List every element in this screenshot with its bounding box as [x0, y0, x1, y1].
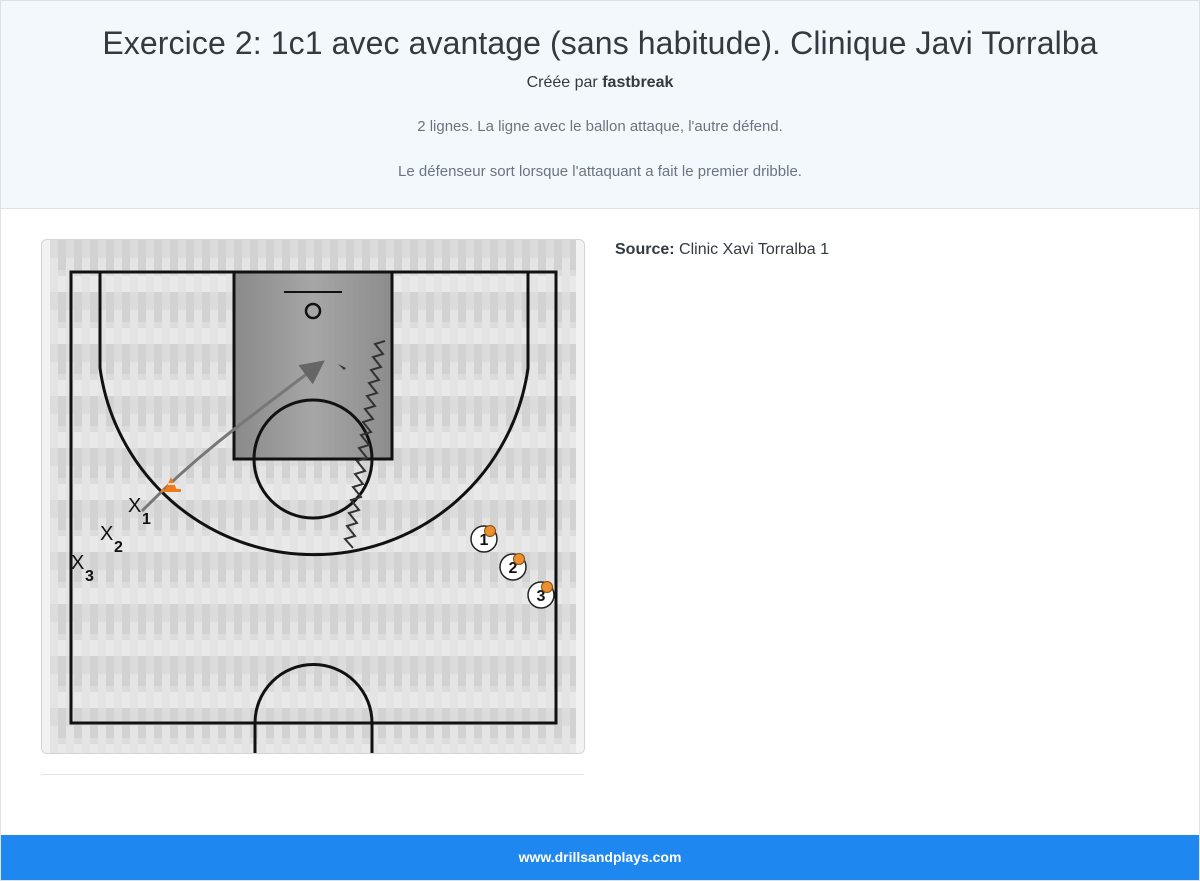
basketball-icon [513, 553, 525, 565]
defender-path-arrow [140, 360, 325, 513]
attacker-2-number: 2 [509, 560, 518, 577]
defender-1-number: 1 [142, 511, 151, 528]
description-line-1: 2 lignes. La ligne avec le ballon attaqu… [417, 118, 783, 135]
author-name[interactable]: fastbreak [602, 74, 674, 91]
footer-site-link[interactable]: www.drillsandplays.com [518, 849, 682, 865]
three-point-line [98, 272, 530, 557]
attacker-1-number: 1 [480, 532, 489, 549]
defender-2-mark: X [100, 523, 113, 545]
created-by-label: Créée par [526, 74, 598, 91]
attacker-3-number: 3 [537, 588, 546, 605]
court-svg: X 1 X 2 X 3 1 2 3 [42, 240, 584, 753]
basket-rim [304, 302, 322, 320]
attacker-1: 1 [470, 525, 498, 553]
author-line: Créée par fastbreak [1, 74, 1199, 92]
attacker-3: 3 [527, 581, 555, 609]
free-throw-circle [252, 398, 374, 520]
source-line: Source: Clinic Xavi Torralba 1 [615, 241, 829, 259]
defender-1-mark: X [128, 495, 141, 517]
defender-3-number: 3 [85, 568, 94, 585]
page-title: Exercice 2: 1c1 avec avantage (sans habi… [102, 25, 1098, 61]
description-line-2: Le défenseur sort lorsque l'attaquant a … [398, 163, 802, 180]
footer-bar: www.drillsandplays.com [1, 835, 1199, 880]
attacker-2: 2 [499, 553, 527, 581]
key-lines [232, 270, 394, 461]
source-label: Source: [615, 241, 675, 258]
drill-header: Exercice 2: 1c1 avec avantage (sans habi… [1, 1, 1199, 209]
defender-3-mark: X [71, 552, 84, 574]
court-diagram: X 1 X 2 X 3 1 2 3 [41, 239, 585, 754]
center-circle [253, 663, 374, 753]
source-value: Clinic Xavi Torralba 1 [679, 241, 830, 258]
traffic-cone-icon [161, 477, 181, 492]
defender-2-number: 2 [114, 539, 123, 556]
dribble-path [343, 340, 386, 549]
diagram-divider [41, 774, 584, 775]
paint-area [234, 272, 392, 459]
basketball-icon [541, 581, 553, 593]
basketball-icon [484, 525, 496, 537]
